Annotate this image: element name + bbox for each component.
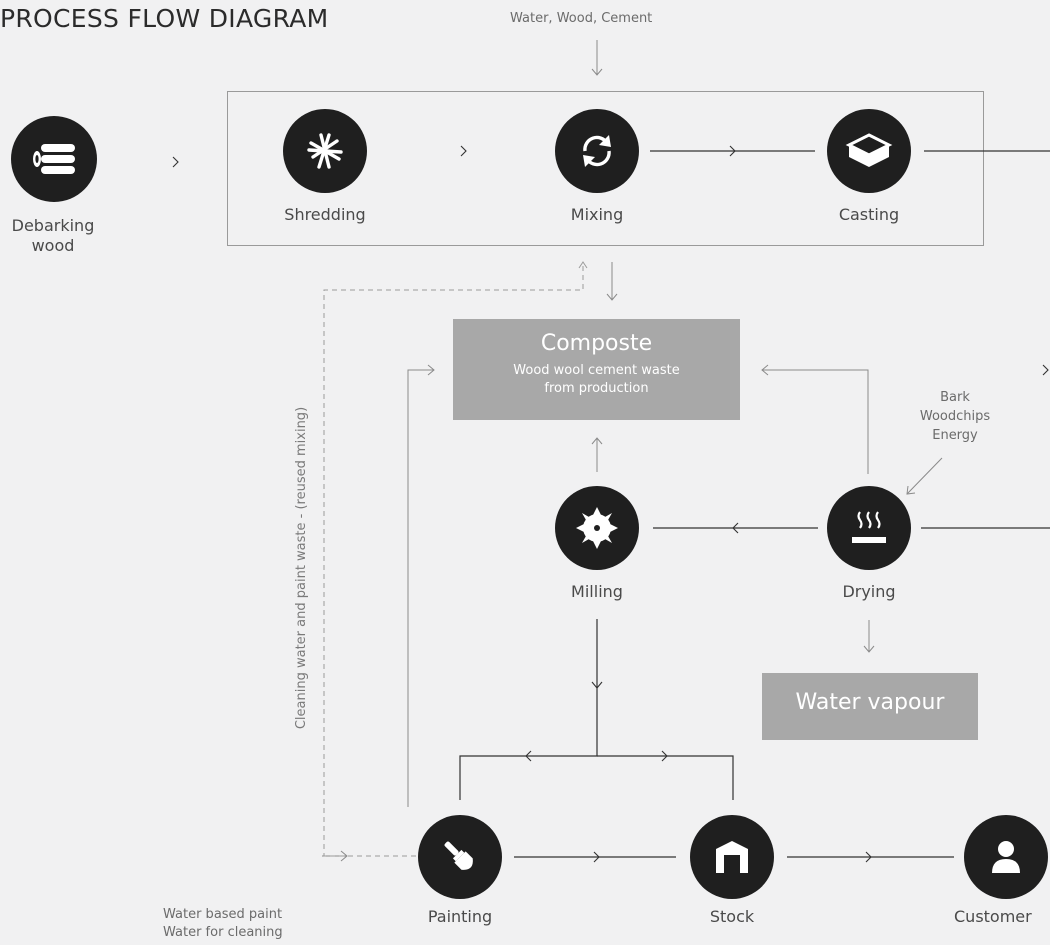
drying-label: Drying bbox=[842, 582, 896, 601]
paint-input-1: Water based paint bbox=[163, 907, 283, 922]
painting-node[interactable] bbox=[418, 815, 502, 899]
debarking-label: Debarking wood bbox=[11, 216, 95, 255]
water-vapour-label: Water vapour bbox=[795, 690, 945, 715]
customer-node[interactable] bbox=[964, 815, 1048, 899]
milling-to-painting-line bbox=[459, 619, 598, 800]
saw-blade-icon bbox=[576, 507, 618, 549]
bark-input-3: Energy bbox=[932, 428, 978, 443]
painting-label: Painting bbox=[427, 907, 493, 926]
composte-title: Composte bbox=[540, 331, 653, 356]
drying-node[interactable] bbox=[827, 486, 911, 570]
mixing-label: Mixing bbox=[570, 205, 624, 224]
person-icon bbox=[992, 841, 1020, 873]
top-input-label: Water, Wood, Cement bbox=[510, 11, 653, 26]
casting-label: Casting bbox=[838, 205, 900, 224]
paintbrush-icon bbox=[444, 841, 473, 870]
mixing-node[interactable] bbox=[555, 109, 639, 193]
painting-to-composte-line bbox=[407, 369, 434, 807]
diagram-title: PROCESS FLOW DIAGRAM bbox=[0, 4, 329, 33]
casting-node[interactable] bbox=[827, 109, 911, 193]
bark-input-1: Bark bbox=[940, 390, 970, 405]
shredding-label: Shredding bbox=[284, 205, 366, 224]
bark-inputs: Bark Woodchips Energy bbox=[905, 388, 1005, 445]
drying-to-composte-line bbox=[762, 369, 869, 474]
bark-input-2: Woodchips bbox=[919, 409, 991, 424]
recycle-dashed-line bbox=[323, 262, 584, 857]
logs-icon bbox=[33, 144, 75, 174]
paint-input-2: Water for cleaning bbox=[163, 925, 283, 940]
milling-node[interactable] bbox=[555, 486, 639, 570]
composte-box: Composte Wood wool cement waste from pro… bbox=[453, 319, 740, 420]
milling-label: Milling bbox=[571, 582, 623, 601]
debarking-node[interactable] bbox=[11, 116, 97, 202]
customer-label: Customer bbox=[954, 907, 1032, 926]
shredding-node[interactable] bbox=[283, 109, 367, 193]
water-vapour-box: Water vapour bbox=[762, 673, 978, 740]
paint-inputs: Water based paint Water for cleaning bbox=[163, 906, 283, 942]
warehouse-icon bbox=[716, 841, 748, 873]
heat-waves-icon bbox=[852, 511, 886, 543]
composte-sub-line-1: Wood wool cement waste bbox=[513, 363, 680, 378]
bark-input-line bbox=[906, 457, 943, 495]
recycle-arrows-icon bbox=[583, 135, 611, 167]
recycle-side-label: Cleaning water and paint waste - (reused… bbox=[294, 406, 309, 730]
production-frame bbox=[227, 91, 984, 246]
milling-to-stock-line bbox=[597, 755, 734, 800]
stock-node[interactable] bbox=[690, 815, 774, 899]
composte-sub-line-2: from production bbox=[544, 381, 649, 396]
shredder-icon bbox=[307, 133, 343, 169]
mould-box-icon bbox=[845, 133, 893, 167]
stock-label: Stock bbox=[709, 907, 755, 926]
